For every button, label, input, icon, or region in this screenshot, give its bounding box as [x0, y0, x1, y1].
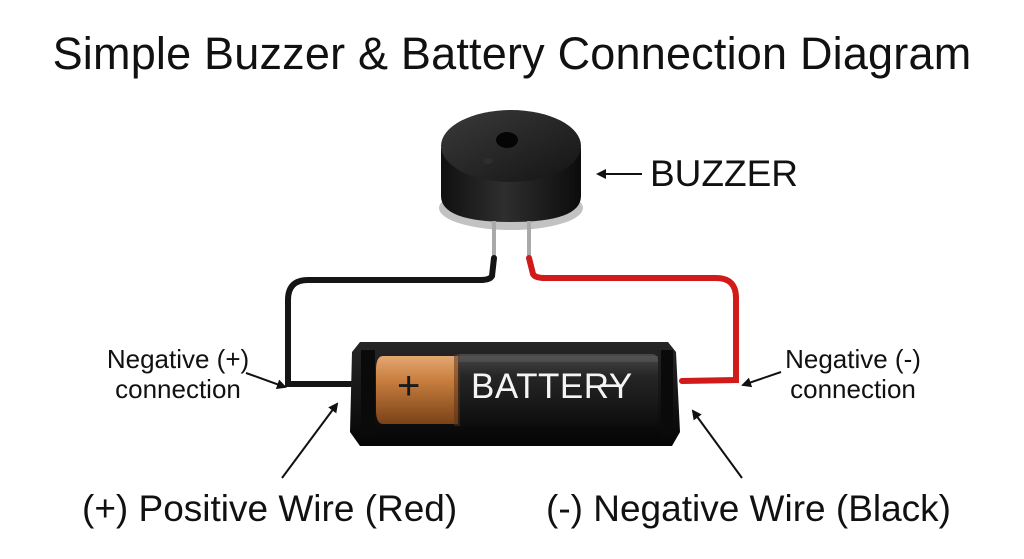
battery-label: BATTERY	[471, 367, 633, 406]
left-connection-arrow	[245, 372, 287, 390]
battery-plus-sign: +	[397, 364, 421, 408]
left-connection-label: Negative (+) connection	[88, 344, 268, 404]
left-connection-text: Negative (+) connection	[106, 344, 250, 404]
wires	[285, 255, 739, 387]
battery-cell	[376, 354, 658, 426]
red-wire	[526, 255, 739, 384]
right-connection-text: Negative (-) connection	[785, 344, 921, 404]
right-connection-arrow	[741, 371, 782, 388]
pointer-arrows	[245, 169, 782, 479]
buzzer-component	[439, 110, 583, 261]
diagram-title: Simple Buzzer & Battery Connection Diagr…	[52, 28, 972, 79]
buzzer-label: BUZZER	[650, 153, 798, 194]
left-wire-arrow	[281, 402, 339, 479]
right-connection-label: Negative (-) connection	[768, 344, 938, 404]
positive-wire-label: (+) Positive Wire (Red)	[82, 488, 458, 529]
negative-wire-label: (-) Negative Wire (Black)	[546, 488, 951, 529]
right-wire-arrow	[691, 409, 743, 479]
black-wire	[285, 255, 497, 387]
battery-minus-sign: –	[600, 361, 623, 405]
